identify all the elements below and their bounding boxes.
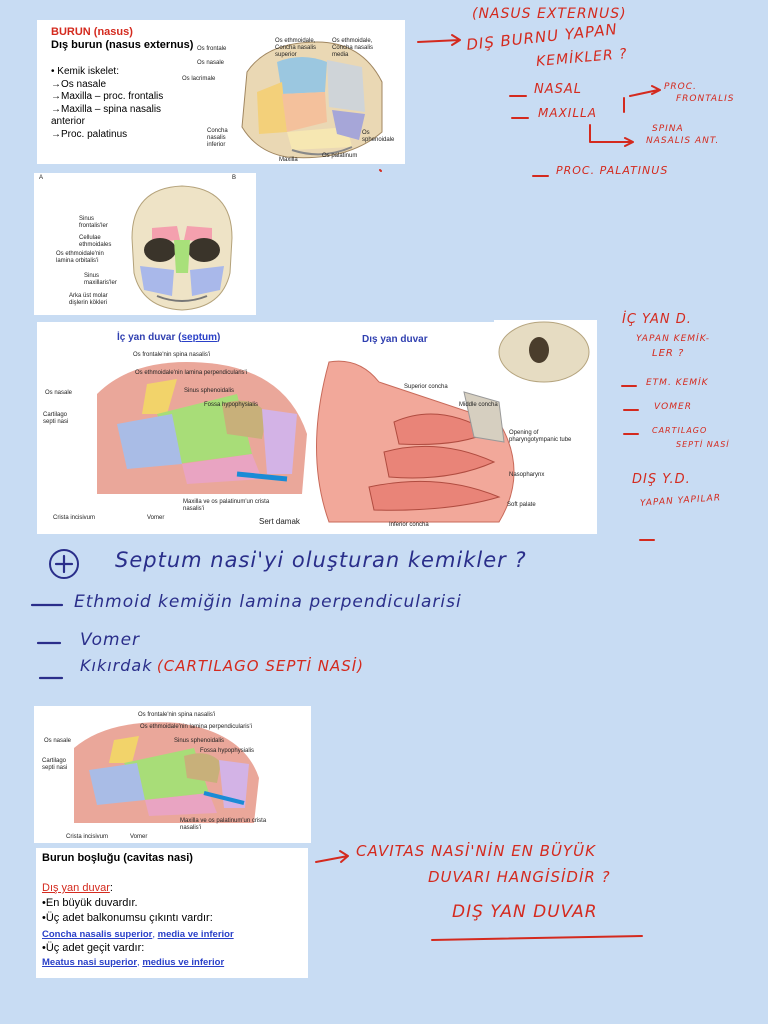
title-red: BURUN (nasus) bbox=[51, 26, 133, 38]
label-spina-small: Os frontale'nin spina nasalis'i bbox=[138, 712, 216, 718]
label-sinus-sph-small: Sinus sphenoidalis bbox=[174, 738, 225, 744]
label-middle-concha: Middle concha bbox=[459, 402, 498, 408]
note-spina: SPINA bbox=[652, 124, 684, 134]
note-nasalis-ant: NASALIS ANT. bbox=[646, 136, 720, 146]
external-nose-skull-figure bbox=[241, 41, 383, 159]
label-molar-roots: Arka üst molar dişlerin kökleri bbox=[69, 293, 108, 306]
dis-yan-duvar-heading: Dış yan duvar: bbox=[42, 882, 113, 894]
label-soft-palate: Soft palate bbox=[507, 502, 536, 508]
label-maxilla: Maxilla bbox=[279, 157, 298, 163]
list-item: →Proc. palatinus bbox=[51, 128, 128, 140]
note-ethmoid-lamina: Ethmoid kemiğin lamina perpendicularisi bbox=[74, 592, 462, 612]
panel-letter-b: B bbox=[232, 175, 237, 181]
label-crista-incisivum-small: Crista incisivum bbox=[66, 834, 109, 840]
line-balkon: •Üç adet balkonumsu çıkıntı vardır: bbox=[42, 912, 213, 924]
label-lamina-perp: Os ethmoidale'nin lamina perpendicularis… bbox=[135, 370, 248, 376]
note-cartilago-septi: (CARTILAGO SEPTİ NASİ) bbox=[156, 657, 364, 675]
lateral-wall-figure bbox=[316, 360, 515, 523]
line-gecit: •Üç adet geçit vardır: bbox=[42, 942, 145, 954]
inner-wall-title: İç yan duvar (septum) bbox=[117, 332, 221, 343]
label-vomer-small: Vomer bbox=[130, 834, 148, 840]
septum-figure-small bbox=[74, 722, 259, 823]
label-ethmoidale-superior: Os ethmoidale, Concha nasalis superior bbox=[275, 38, 317, 58]
note-proc: PROC. bbox=[664, 82, 697, 92]
label-concha-inferior: Concha nasalis inferior bbox=[207, 128, 228, 148]
label-vomer: Vomer bbox=[147, 515, 165, 521]
bone-list: • Kemik iskelet: →Os nasale →Maxilla – p… bbox=[51, 66, 191, 141]
cavitas-title: Burun boşluğu (cavitas nasi) bbox=[42, 852, 193, 864]
note-ic-yan: İÇ YAN D. bbox=[622, 312, 692, 327]
label-superior-concha: Superior concha bbox=[404, 384, 448, 390]
septum-link[interactable]: septum bbox=[181, 332, 218, 343]
label-lamina-orbitalis: Os ethmoidale'nin lamina orbitalis'i bbox=[56, 251, 104, 264]
note-ler: LER ? bbox=[652, 348, 685, 359]
note-septum-question: Septum nasi'yi oluşturan kemikler ? bbox=[115, 548, 527, 572]
label-os-nasale: Os nasale bbox=[197, 60, 225, 66]
label-crista-incisivum: Crista incisivum bbox=[53, 515, 96, 521]
nasus-slide-card: BURUN (nasus) Dış burun (nasus externus)… bbox=[37, 20, 405, 164]
note-maxilla: MAXILLA bbox=[538, 106, 597, 120]
label-sinus-frontales: Sinus frontalis'ler bbox=[79, 216, 108, 229]
outer-wall-title: Dış yan duvar bbox=[362, 334, 428, 345]
note-vomer: Vomer bbox=[80, 630, 141, 650]
title-black: Dış burun (nasus externus) bbox=[51, 39, 194, 51]
label-os-sphenoidale: Os sphenoidale bbox=[362, 130, 395, 143]
list-item: →Os nasale bbox=[51, 78, 107, 90]
label-fossa: Fossa hypophysialis bbox=[204, 402, 259, 408]
line-meatus: Meatus nasi superior, medius ve inferior bbox=[42, 957, 225, 968]
note-septi-nasi: SEPTİ NASİ bbox=[676, 440, 730, 449]
septum-figure bbox=[97, 362, 307, 494]
label-os-palatinum: Os palatinum bbox=[322, 153, 358, 159]
note-yapan-yapilar: YAPAN YAPILAR bbox=[639, 493, 722, 509]
note-kikirdak-line: Kıkırdak (CARTILAGO SEPTİ NASİ) bbox=[80, 656, 364, 676]
list-item: →Maxilla – proc. frontalis bbox=[51, 91, 164, 102]
label-os-nasale: Os nasale bbox=[45, 390, 73, 396]
note-vomer: VOMER bbox=[654, 402, 692, 412]
skull-frontal-figure bbox=[131, 185, 233, 311]
label-os-frontale: Os frontale bbox=[197, 46, 227, 52]
label-opening: Opening of pharyngotympanic tube bbox=[509, 430, 572, 443]
list-heading: • Kemik iskelet: bbox=[51, 66, 119, 77]
note-cartilago: CARTILAGO bbox=[652, 426, 708, 435]
note-proc-palatinus: PROC. PALATINUS bbox=[556, 164, 669, 177]
line-en-buyuk: •En büyük duvardır. bbox=[42, 897, 138, 909]
list-item: →Maxilla – spina nasalis anterior bbox=[51, 103, 162, 128]
label-fossa-small: Fossa hypophysialis bbox=[200, 748, 255, 754]
note-kikirdak: Kıkırdak bbox=[80, 656, 153, 675]
note-kemikler: KEMİKLER ? bbox=[535, 46, 629, 70]
note-frontalis: FRONTALIS bbox=[676, 94, 735, 104]
label-nasopharynx: Nasopharynx bbox=[509, 472, 545, 478]
label-os-lacrimale: Os lacrimale bbox=[182, 76, 216, 82]
label-spina: Os frontale'nin spina nasalis'i bbox=[133, 352, 211, 358]
panel-letter-a: A bbox=[39, 175, 44, 181]
label-maxilla-crista-small: Maxilla ve os palatinum'un crista nasali… bbox=[180, 818, 267, 831]
line-concha: Concha nasalis superior, media ve inferi… bbox=[42, 929, 234, 940]
label-inferior-concha: Inferior concha bbox=[389, 522, 429, 528]
note-nasus-externus: (NASUS EXTERNUS) bbox=[472, 6, 627, 22]
label-os-nasale-small: Os nasale bbox=[44, 738, 72, 744]
label-ethmoidale-media: Os ethmoidale, Concha nasalis media bbox=[332, 38, 374, 58]
slide-title: BURUN (nasus) Dış burun (nasus externus) bbox=[51, 26, 201, 52]
label-cartilago-small: Cartilago septi nasi bbox=[42, 758, 68, 771]
label-sinus-maxillaris: Sinus maxillaris'ler bbox=[84, 273, 117, 286]
note-cavitas-nasi: CAVITAS NASİ'NİN EN BÜYÜK bbox=[356, 842, 596, 860]
note-dis-yd: DIŞ Y.D. bbox=[632, 472, 691, 487]
note-yapan-kemik: YAPAN KEMİK- bbox=[636, 334, 710, 344]
label-sinus-sphenoidalis: Sinus sphenoidalis bbox=[184, 388, 235, 394]
label-maxilla-crista: Maxilla ve os palatinum'un crista nasali… bbox=[183, 499, 270, 512]
skull-frontal-card: A B Sinus frontalis'ler Cellulae ethmoid… bbox=[34, 173, 256, 315]
label-sert-damak: Sert damak bbox=[259, 517, 300, 526]
label-cellulae: Cellulae ethmoidales bbox=[79, 235, 112, 248]
septum-slide-card: Os frontale'nin spina nasalis'i Os ethmo… bbox=[34, 706, 311, 843]
label-lamina-perp-small: Os ethmoidale'nin lamina perpendicularis… bbox=[140, 724, 253, 730]
cavitas-nasi-card: Burun boşluğu (cavitas nasi) Dış yan duv… bbox=[36, 848, 308, 978]
note-etm-kemik: ETM. KEMİK bbox=[646, 378, 709, 388]
label-cartilago: Cartilago septi nasi bbox=[43, 412, 69, 425]
note-duvari: DUVARI HANGİSİDİR ? bbox=[428, 868, 611, 886]
skull-base-image bbox=[494, 320, 597, 392]
note-dis-yan-duvar: DIŞ YAN DUVAR bbox=[452, 902, 598, 922]
note-nasal: NASAL bbox=[534, 82, 583, 97]
